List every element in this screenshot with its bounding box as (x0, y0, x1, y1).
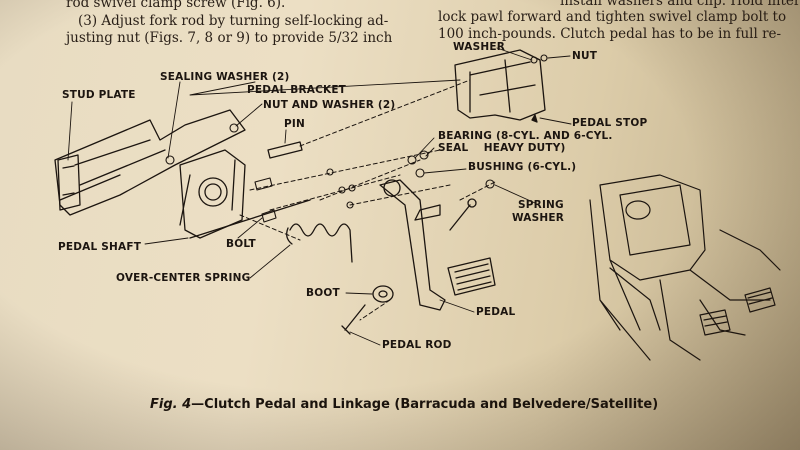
stud-plate (57, 154, 81, 211)
body-text-right-fragment: install washers and clip. Hold inter- (560, 0, 800, 9)
body-text-left-line-1: rod swivel clamp screw (Fig. 6). (66, 0, 286, 11)
label-bearing: BEARING (8-CYL. AND 6-CYL. (438, 130, 613, 142)
label-bolt: BOLT (226, 238, 256, 250)
label-bushing: BUSHING (6-CYL.) (468, 161, 577, 173)
label-pedal-shaft: PEDAL SHAFT (58, 241, 142, 253)
label-boot: BOOT (306, 287, 340, 299)
label-pin: PIN (284, 118, 305, 130)
body-text-right-line-2: 100 inch-pounds. Clutch pedal has to be … (438, 26, 782, 42)
over-center-spring (289, 223, 353, 263)
pedal-rod-shaft (449, 204, 471, 231)
label-pedal-bracket: PEDAL BRACKET (247, 84, 347, 96)
label-stud-plate: STUD PLATE (62, 89, 136, 101)
body-text-right-line-1: lock pawl forward and tighten swivel cla… (438, 9, 787, 25)
upper-bracket (454, 49, 546, 121)
pin (267, 141, 303, 159)
label-nut: NUT (572, 50, 598, 62)
pedal-arm (379, 179, 446, 311)
inset-pedal-pad-1 (699, 309, 731, 336)
boot (372, 285, 394, 303)
label-pedal-stop: PEDAL STOP (572, 117, 648, 129)
pedal-bracket (179, 149, 246, 239)
label-sealing-washer: SEALING WASHER (2) (160, 71, 290, 83)
inset-installed-view (589, 174, 781, 361)
body-text-left-line-3: justing nut (Figs. 7, 8 or 9) to provide… (66, 30, 393, 46)
label-over-center-spring: OVER-CENTER SPRING (116, 272, 251, 284)
label-pedal-rod: PEDAL ROD (382, 339, 452, 351)
frame-outline (54, 109, 246, 216)
frame-lines (59, 139, 166, 201)
label-washer: WASHER (453, 41, 506, 53)
figure-number: Fig. 4 (150, 397, 192, 412)
inset-pedal-pad-2 (744, 287, 776, 313)
figure-caption: Fig. 4—Clutch Pedal and Linkage (Barracu… (150, 397, 658, 412)
body-text-left-line-2: (3) Adjust fork rod by turning self-lock… (78, 13, 389, 29)
label-nut-and-washer: NUT AND WASHER (2) (263, 99, 396, 111)
label-spring-washer-line-2: WASHER (512, 212, 565, 224)
label-pedal: PEDAL (476, 306, 516, 318)
label-seal-heavy-duty: SEAL HEAVY DUTY) (438, 142, 566, 154)
label-spring-washer-line-1: SPRING (518, 199, 564, 211)
pedal-pad (447, 257, 496, 296)
figure-title: —Clutch Pedal and Linkage (Barracuda and… (191, 397, 659, 412)
pedal-rod (341, 304, 366, 335)
